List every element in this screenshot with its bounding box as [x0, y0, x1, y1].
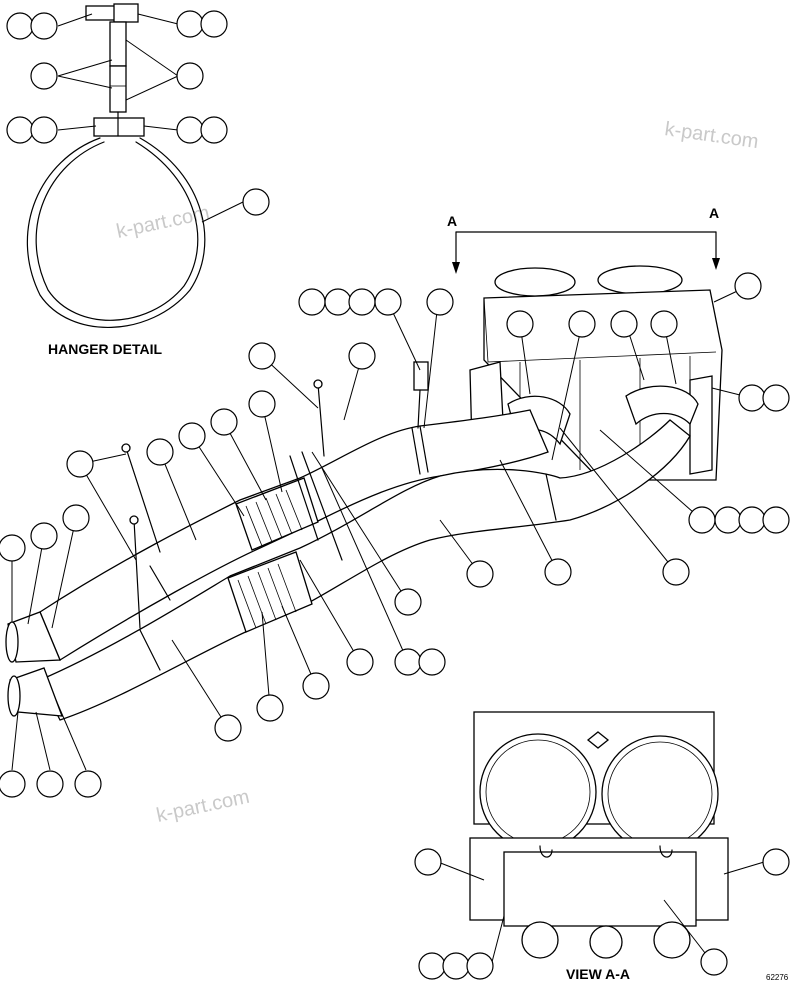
callout-bubble [610, 310, 638, 338]
callout-bubble [324, 288, 352, 316]
callout-bubble [466, 952, 494, 980]
callout-bubble [662, 558, 690, 586]
view-aa-can-left [479, 733, 597, 851]
callout-bubble [714, 506, 742, 534]
callout-bubble [0, 770, 26, 798]
callout-bubble [650, 310, 678, 338]
callout-bubble [394, 648, 422, 676]
view-aa: VIEW A-A [437, 711, 765, 982]
sensor-probe [301, 451, 343, 561]
callout-bubble [348, 342, 376, 370]
callout-bubble [0, 534, 26, 562]
callout-bubble [738, 506, 766, 534]
muffler-can-left [494, 267, 576, 297]
watermark-text: k-part.com [114, 202, 211, 243]
callout-bubble [762, 848, 790, 876]
callout-bubble [442, 952, 470, 980]
callout-bubble [762, 506, 790, 534]
callout-bubble [418, 952, 446, 980]
hanger-ring [26, 137, 206, 328]
inlet-flange-upper [5, 621, 19, 663]
callout-bubble [426, 288, 454, 316]
callout-bubble [30, 62, 58, 90]
section-a-left-label: A [447, 213, 457, 229]
callout-bubble [176, 116, 204, 144]
callout-bubble [200, 10, 228, 38]
callout-bubble [176, 62, 204, 90]
view-aa-outlet [653, 921, 691, 959]
hanger-rod-lower [109, 65, 127, 113]
callout-bubble [6, 116, 34, 144]
callout-bubble [6, 12, 34, 40]
callout-bubbles [0, 10, 790, 980]
callout-bubble [30, 522, 58, 550]
callout-bubble [688, 506, 716, 534]
view-aa-outlet [521, 921, 559, 959]
callout-bubble [256, 694, 284, 722]
callout-bubble [30, 116, 58, 144]
callout-bubble [544, 558, 572, 586]
hanger-detail-title: HANGER DETAIL [48, 341, 163, 357]
callout-bubble [178, 422, 206, 450]
callout-bubble [298, 288, 326, 316]
callout-bubble [346, 648, 374, 676]
drawing-number: 62276 [766, 973, 789, 982]
section-a-right-label: A [709, 205, 719, 221]
callout-bubble [700, 948, 728, 976]
view-aa-outlet [589, 925, 623, 959]
callout-bubble [146, 438, 174, 466]
callout-bubble [414, 848, 442, 876]
callout-bubble [74, 770, 102, 798]
callout-bubble [242, 188, 270, 216]
elbow-lower [625, 385, 699, 426]
view-aa-title: VIEW A-A [566, 966, 630, 982]
sensor-probe [133, 519, 141, 629]
callout-bubble [738, 384, 766, 412]
sensor-probe [317, 383, 325, 457]
callout-bubble [210, 408, 238, 436]
sensor-box [413, 361, 429, 391]
bellows-lower [227, 551, 313, 633]
watermark-text: k-part.com [663, 118, 760, 153]
hanger-clamp-ear [93, 117, 145, 137]
callout-bubble [418, 648, 446, 676]
watermark-text: k-part.com [154, 786, 251, 827]
callout-bubble [348, 288, 376, 316]
callout-bubble [394, 588, 422, 616]
view-aa-can-right [601, 735, 719, 853]
callout-bubble [62, 504, 90, 532]
callout-bubble [200, 116, 228, 144]
hanger-detail: HANGER DETAIL [26, 3, 244, 357]
hanger-washer [113, 3, 139, 23]
callout-bubble [176, 10, 204, 38]
sensor-probe [289, 455, 319, 541]
muffler-outlet-right [689, 375, 713, 475]
hanger-rod-upper [109, 21, 127, 67]
callout-bubble [506, 310, 534, 338]
callout-bubble [374, 288, 402, 316]
exhaust-pipes [5, 361, 691, 721]
callout-bubble [734, 272, 762, 300]
callout-bubble [762, 384, 790, 412]
callout-bubble [466, 560, 494, 588]
hanger-nut [85, 5, 117, 21]
callout-bubble [30, 12, 58, 40]
callout-bubble [66, 450, 94, 478]
callout-bubble [248, 342, 276, 370]
view-aa-heat-shield [503, 851, 697, 927]
muffler-can-right [597, 265, 683, 295]
callout-bubble [302, 672, 330, 700]
exhaust-pipe-upper [39, 409, 549, 661]
inlet-flange-lower [7, 675, 21, 717]
callout-bubble [214, 714, 242, 742]
sensor-probe [125, 447, 161, 553]
section-a-markers: A A [447, 205, 720, 274]
exhaust-pipe-lower [39, 419, 691, 721]
bellows-upper [235, 477, 319, 551]
callout-bubble [36, 770, 64, 798]
callout-bubble [248, 390, 276, 418]
callout-bubble [568, 310, 596, 338]
